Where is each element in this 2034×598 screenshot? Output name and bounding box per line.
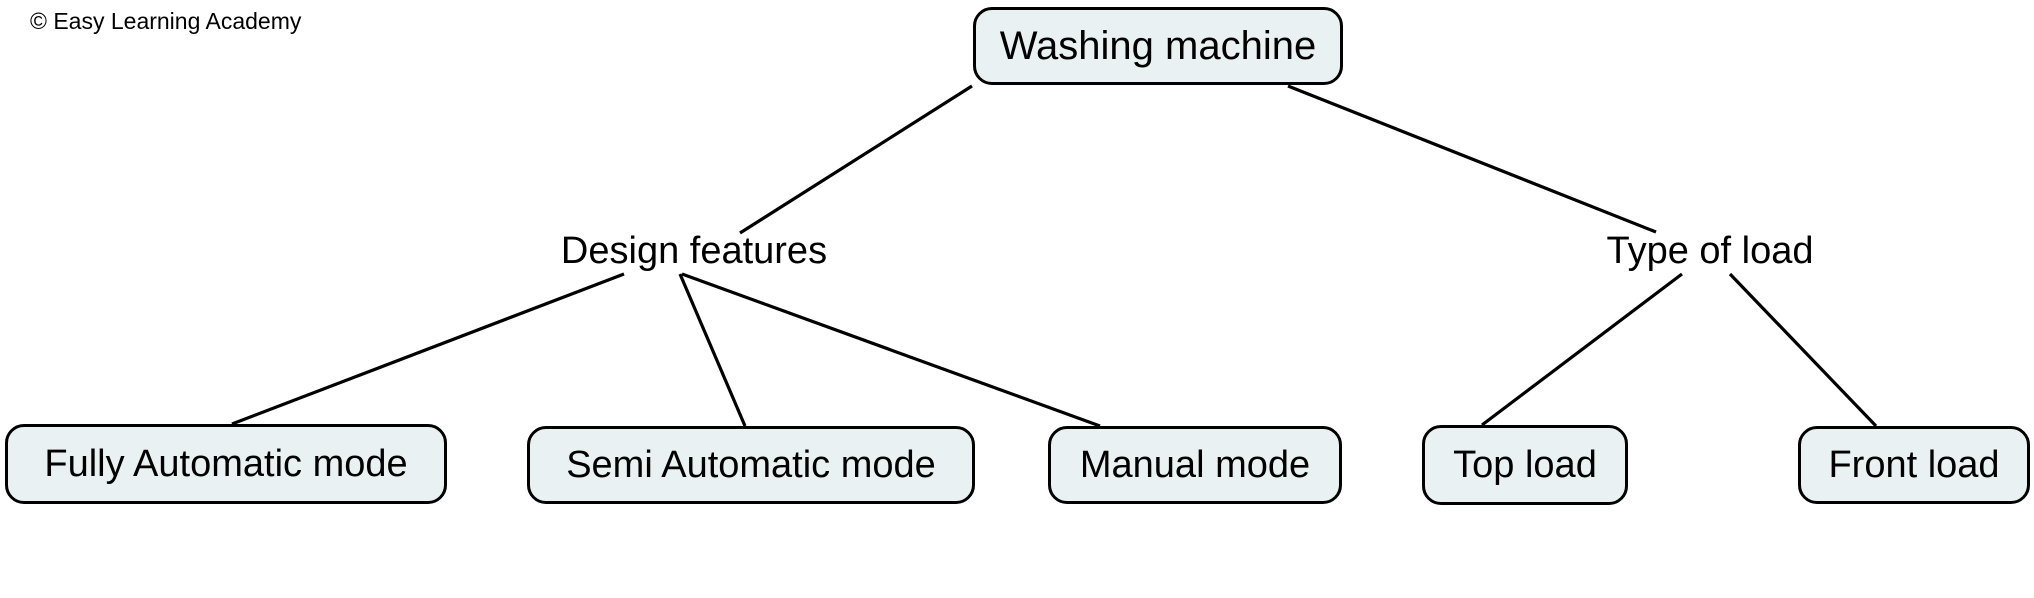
- copyright-watermark: © Easy Learning Academy: [30, 8, 302, 34]
- node-design-features[interactable]: Design features: [548, 228, 840, 274]
- node-front-load[interactable]: Front load: [1798, 426, 2030, 504]
- edge-root-type: [1287, 84, 1657, 234]
- node-semi-automatic-mode-label: Semi Automatic mode: [566, 444, 936, 486]
- node-manual-mode-label: Manual mode: [1079, 444, 1311, 486]
- node-fully-automatic-mode[interactable]: Fully Automatic mode: [5, 424, 447, 504]
- node-top-load[interactable]: Top load: [1422, 425, 1628, 505]
- edge-root-design: [739, 84, 973, 235]
- node-top-load-label: Top load: [1453, 444, 1597, 486]
- node-fully-automatic-mode-label: Fully Automatic mode: [44, 443, 408, 485]
- node-washing-machine[interactable]: Washing machine: [973, 7, 1343, 85]
- edge-design-semi: [678, 273, 747, 427]
- node-semi-automatic-mode[interactable]: Semi Automatic mode: [527, 426, 975, 504]
- edge-type-front: [1728, 272, 1878, 428]
- edge-design-fully: [231, 272, 625, 426]
- node-front-load-label: Front load: [1828, 444, 2000, 486]
- node-manual-mode[interactable]: Manual mode: [1048, 426, 1342, 504]
- node-type-of-load[interactable]: Type of load: [1596, 228, 1824, 274]
- node-type-of-load-label: Type of load: [1606, 230, 1814, 272]
- edge-type-top: [1481, 272, 1683, 427]
- node-washing-machine-label: Washing machine: [999, 24, 1317, 68]
- node-design-features-label: Design features: [560, 230, 828, 272]
- edge-design-manual: [681, 272, 1101, 428]
